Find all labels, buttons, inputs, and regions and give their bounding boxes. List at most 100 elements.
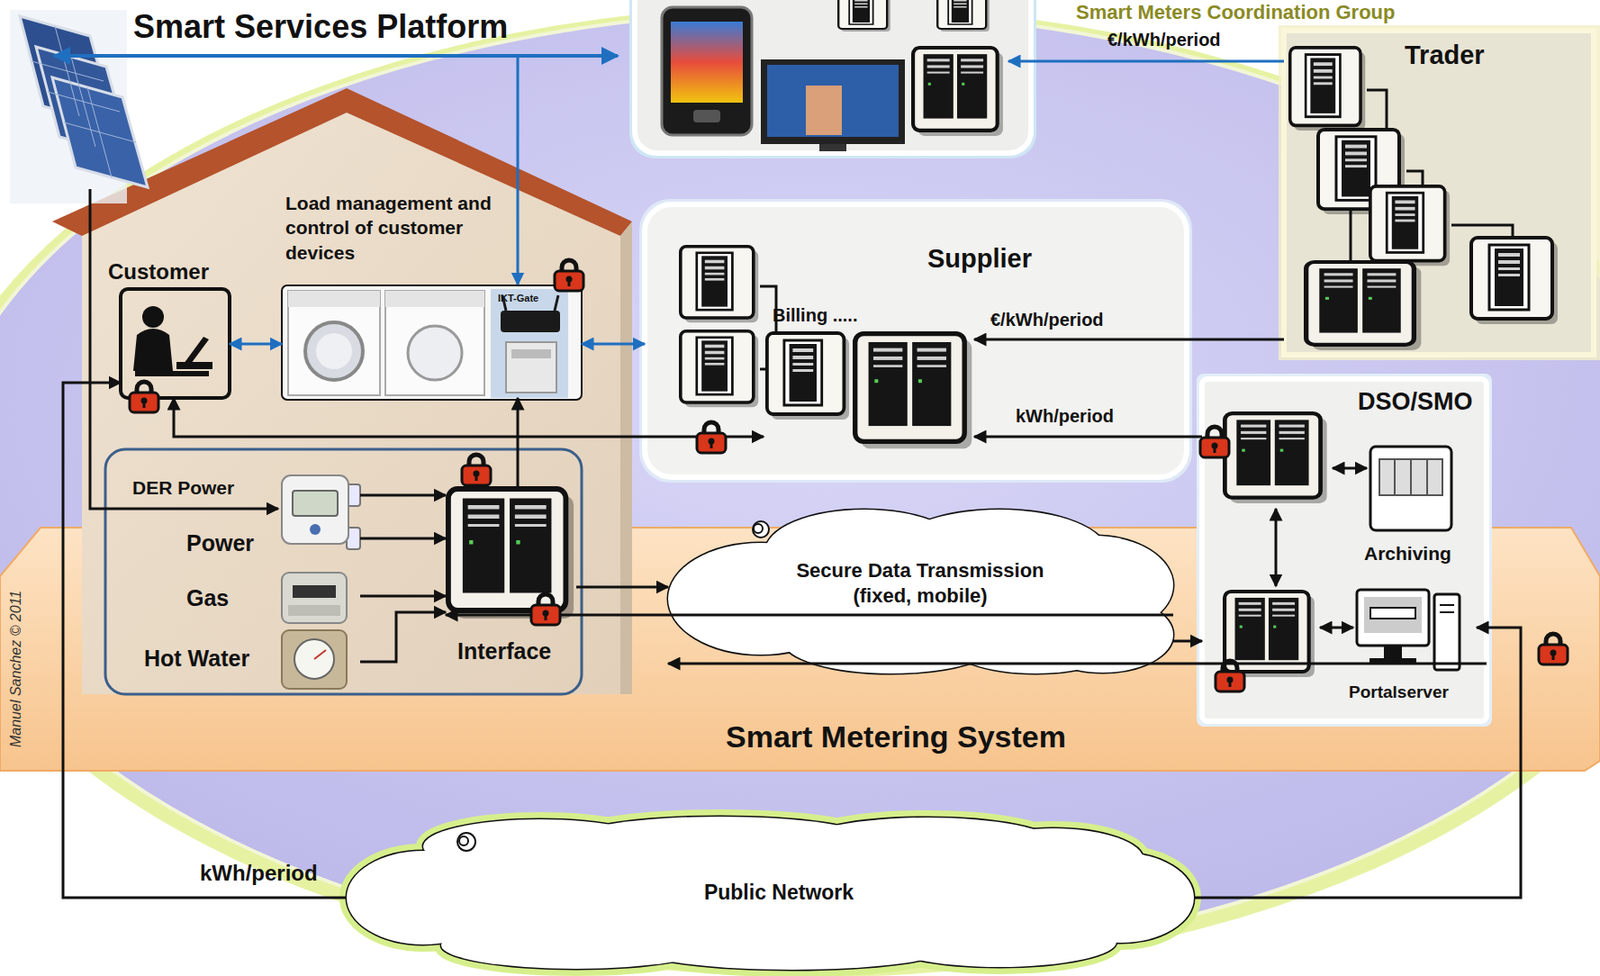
house bbox=[620, 221, 633, 695]
meters bbox=[288, 605, 341, 616]
meter-box: DER Power bbox=[121, 472, 361, 516]
public-cloud bbox=[459, 836, 469, 846]
customer-box: Customer bbox=[120, 289, 230, 398]
meters bbox=[292, 490, 338, 516]
dso-box bbox=[1196, 373, 1492, 727]
appliances bbox=[281, 285, 582, 400]
appliances bbox=[385, 290, 485, 308]
trader-panel bbox=[1278, 25, 1600, 361]
meters bbox=[314, 650, 326, 660]
services-box bbox=[937, 0, 990, 32]
padlock-icons bbox=[696, 422, 726, 453]
dso-box bbox=[1410, 459, 1412, 496]
dso-box bbox=[1370, 446, 1452, 531]
meter-box: Gas bbox=[162, 572, 361, 624]
node-label: Public Network bbox=[630, 880, 928, 906]
connector bbox=[974, 435, 1203, 439]
connector bbox=[581, 343, 645, 346]
secure-cloud bbox=[753, 524, 763, 534]
node-label: Load management and control of customer … bbox=[285, 190, 511, 265]
public-cloud bbox=[346, 816, 1194, 970]
art-connectors bbox=[54, 54, 618, 58]
art-connectors bbox=[1008, 60, 1284, 64]
customer-box bbox=[176, 361, 213, 370]
solar-panel bbox=[87, 87, 112, 178]
padlock-icons bbox=[461, 454, 491, 486]
services-box bbox=[805, 85, 842, 136]
meters bbox=[292, 585, 336, 598]
network-cloud: Public Network bbox=[346, 816, 1194, 970]
customer-box bbox=[133, 328, 173, 371]
meters bbox=[281, 630, 347, 689]
padlock-icons bbox=[1200, 426, 1230, 458]
padlock-icons bbox=[129, 381, 159, 413]
dso-box bbox=[1202, 379, 1487, 722]
padlock-icons bbox=[1215, 660, 1245, 692]
public-cloud bbox=[882, 916, 1117, 968]
node-label: Power bbox=[186, 529, 254, 557]
art-connectors bbox=[90, 189, 279, 509]
node-label: Archiving bbox=[1364, 542, 1452, 565]
trader-servers bbox=[1290, 47, 1366, 131]
customer-box bbox=[183, 336, 209, 364]
node-label: Secure Data Transmission (fixed, mobile) bbox=[794, 558, 1047, 608]
appliances bbox=[554, 295, 559, 311]
solar-panel bbox=[9, 9, 148, 204]
connector bbox=[1173, 640, 1203, 643]
dso-box bbox=[1364, 596, 1422, 633]
node-label: IKT-Gate bbox=[497, 292, 539, 305]
meter-box: Power bbox=[175, 515, 361, 571]
customer-box bbox=[120, 289, 230, 398]
connector bbox=[516, 397, 520, 487]
node-label: DSO/SMO bbox=[1357, 387, 1474, 416]
connector bbox=[229, 343, 282, 346]
padlock-icons bbox=[129, 260, 1568, 692]
dso-box bbox=[1383, 645, 1402, 659]
appliances bbox=[385, 290, 485, 396]
public-cloud bbox=[882, 916, 1117, 968]
trader-servers bbox=[1471, 237, 1558, 325]
connector bbox=[974, 338, 1284, 342]
services-box bbox=[661, 7, 752, 136]
public-cloud bbox=[346, 816, 1194, 970]
meters bbox=[294, 639, 335, 679]
services-box bbox=[634, 0, 1031, 154]
meters bbox=[281, 572, 347, 624]
customer-box bbox=[142, 306, 164, 328]
services-box bbox=[819, 144, 847, 152]
appliances bbox=[500, 310, 561, 333]
dso-box bbox=[1439, 604, 1455, 606]
padlock-icons bbox=[531, 594, 561, 625]
services-box bbox=[670, 21, 743, 103]
connector bbox=[576, 586, 669, 589]
services-box bbox=[629, 0, 1037, 159]
trader-panel bbox=[1278, 25, 1600, 361]
trader-panel bbox=[1283, 30, 1594, 355]
connector bbox=[360, 595, 446, 598]
services-box bbox=[838, 0, 891, 32]
node-label: Interface bbox=[457, 637, 552, 665]
node-label: Billing ..... bbox=[772, 304, 858, 326]
art-connectors bbox=[54, 55, 1284, 509]
dso-box bbox=[1434, 594, 1460, 670]
node-label: DER Power bbox=[132, 476, 235, 499]
secure-cloud bbox=[752, 521, 769, 538]
connector bbox=[360, 612, 446, 662]
appliances bbox=[407, 325, 462, 380]
node-label: Smart Metering System bbox=[661, 718, 1130, 756]
public-cloud bbox=[963, 828, 1144, 892]
meters bbox=[281, 475, 361, 689]
dso-box bbox=[1439, 611, 1455, 614]
appliances bbox=[506, 342, 557, 393]
supplier-box bbox=[680, 246, 759, 323]
interface-server bbox=[448, 488, 574, 619]
appliance-box: Load management and control of customer … bbox=[281, 285, 582, 400]
appliances bbox=[511, 349, 552, 359]
dso-box bbox=[1370, 607, 1416, 619]
node-label: Gas bbox=[186, 584, 229, 612]
node-label: Supplier bbox=[927, 243, 1032, 275]
secure-cloud bbox=[668, 509, 1174, 674]
padlock-icons bbox=[1538, 633, 1568, 665]
dso-box bbox=[1224, 413, 1327, 504]
